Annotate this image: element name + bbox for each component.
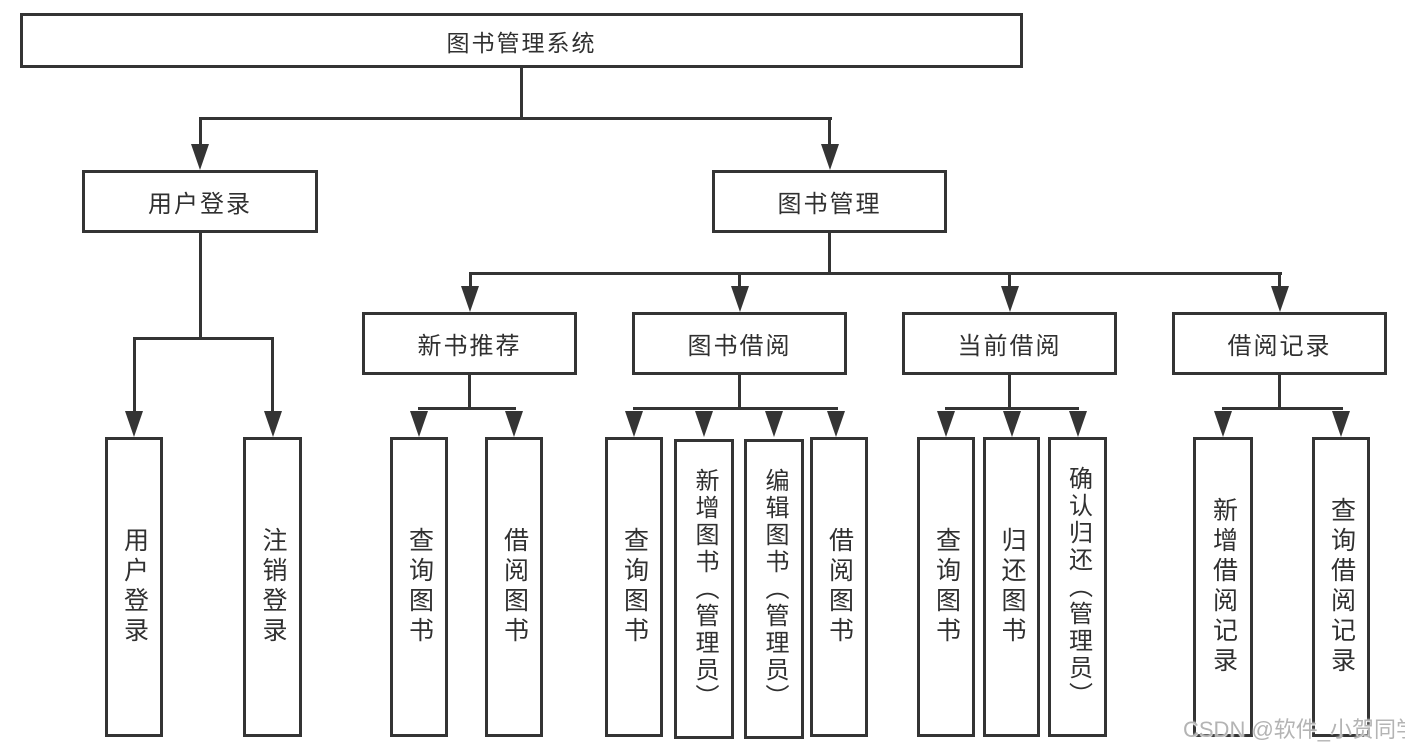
node-bb-add: 新增图书（管理员） xyxy=(674,439,734,739)
arrow-to-currentborrow xyxy=(1000,286,1019,312)
node-cb-query-label: 查询图书 xyxy=(932,527,961,647)
connector-bookborrow-drop xyxy=(738,375,741,409)
node-book-borrow-label: 图书借阅 xyxy=(687,333,792,360)
connector-bookmgmt-stub xyxy=(828,117,831,147)
arrow-to-ullogin xyxy=(125,411,143,437)
connector-root-drop xyxy=(520,68,523,119)
arrow-to-bbedit xyxy=(765,411,783,437)
connector-borrowrecord-children-hline xyxy=(1221,407,1343,410)
node-bb-query: 查询图书 xyxy=(605,437,663,737)
node-cb-confirm-label: 确认归还（管理员） xyxy=(1064,465,1092,709)
node-book-mgmt-label: 图书管理 xyxy=(777,191,882,218)
node-book-mgmt: 图书管理 xyxy=(712,170,947,233)
node-br-add-label: 新增借阅记录 xyxy=(1209,497,1238,677)
node-bb-borrow: 借阅图书 xyxy=(810,437,868,737)
connector-userlogin-children-hline xyxy=(132,337,274,340)
connector-userlogin-stub xyxy=(198,117,202,147)
connector-newbook-stub xyxy=(468,272,472,288)
node-new-book: 新书推荐 xyxy=(362,312,577,375)
node-ul-logout-label: 注销登录 xyxy=(259,527,287,647)
node-current-borrow-label: 当前借阅 xyxy=(957,333,1062,360)
node-ul-login: 用户登录 xyxy=(105,437,163,737)
arrow-to-nbquery xyxy=(410,411,428,437)
node-new-book-label: 新书推荐 xyxy=(417,333,522,360)
node-cb-query: 查询图书 xyxy=(917,437,975,737)
node-br-add: 新增借阅记录 xyxy=(1193,437,1253,737)
arrow-to-cbquery xyxy=(937,411,955,437)
csdn-watermark: CSDN @软件_小贺同学 xyxy=(1183,717,1405,742)
connector-level3-hline xyxy=(468,272,1282,275)
node-nb-borrow-label: 借阅图书 xyxy=(500,527,529,647)
arrow-to-nbborrow xyxy=(505,411,523,437)
node-bb-borrow-label: 借阅图书 xyxy=(825,527,854,647)
connector-bookmgmt-drop xyxy=(828,233,831,274)
arrow-to-cbreturn xyxy=(1002,411,1021,437)
connector-userlogin-drop xyxy=(198,233,202,339)
node-nb-query: 查询图书 xyxy=(390,437,448,737)
arrow-to-bookmgmt xyxy=(820,144,839,170)
connector-bookborrow-stub xyxy=(738,272,741,288)
arrow-to-bbquery xyxy=(625,411,643,437)
arrow-to-cbconfirm xyxy=(1068,411,1087,437)
connector-currentborrow-stub xyxy=(1008,272,1011,288)
arrow-to-ullogout xyxy=(263,411,282,437)
node-ul-logout: 注销登录 xyxy=(243,437,302,737)
node-borrow-record: 借阅记录 xyxy=(1172,312,1387,375)
arrow-to-bbborrow xyxy=(827,411,845,437)
connector-newbook-children-hline xyxy=(417,407,516,410)
node-book-borrow: 图书借阅 xyxy=(632,312,847,375)
node-root-label: 图书管理系统 xyxy=(446,29,597,56)
node-cb-confirm: 确认归还（管理员） xyxy=(1048,437,1107,737)
node-borrow-record-label: 借阅记录 xyxy=(1227,333,1332,360)
node-bb-edit: 编辑图书（管理员） xyxy=(744,439,804,739)
arrow-to-bbadd xyxy=(695,411,713,437)
node-br-query-label: 查询借阅记录 xyxy=(1327,497,1356,677)
connector-level2-hline xyxy=(198,117,832,120)
connector-ullogout-stub xyxy=(271,337,274,414)
connector-ullogin-stub xyxy=(132,337,136,414)
node-cb-return: 归还图书 xyxy=(983,437,1040,737)
arrow-to-newbook xyxy=(461,286,479,312)
node-user-login: 用户登录 xyxy=(82,170,318,233)
connector-borrowrecord-stub xyxy=(1278,272,1281,288)
arrow-to-bradd xyxy=(1214,411,1232,437)
connector-currentborrow-children-hline xyxy=(944,407,1079,410)
node-cb-return-label: 归还图书 xyxy=(998,527,1026,647)
arrow-to-brquery xyxy=(1332,411,1350,437)
node-bb-edit-label: 编辑图书（管理员） xyxy=(761,467,788,711)
connector-newbook-drop xyxy=(468,375,471,409)
connector-borrowrecord-drop xyxy=(1278,375,1281,409)
node-root: 图书管理系统 xyxy=(20,13,1023,68)
node-user-login-label: 用户登录 xyxy=(148,191,252,218)
node-bb-add-label: 新增图书（管理员） xyxy=(691,467,718,711)
node-ul-login-label: 用户登录 xyxy=(120,527,149,647)
node-current-borrow: 当前借阅 xyxy=(902,312,1117,375)
node-nb-borrow: 借阅图书 xyxy=(485,437,543,737)
node-br-query: 查询借阅记录 xyxy=(1312,437,1370,737)
arrow-to-borrowrecord xyxy=(1270,286,1289,312)
arrow-to-userlogin xyxy=(191,144,209,170)
connector-currentborrow-drop xyxy=(1008,375,1011,409)
arrow-to-bookborrow xyxy=(730,286,749,312)
node-bb-query-label: 查询图书 xyxy=(620,527,649,647)
connector-bookborrow-children-hline xyxy=(632,407,838,410)
node-nb-query-label: 查询图书 xyxy=(405,527,434,647)
